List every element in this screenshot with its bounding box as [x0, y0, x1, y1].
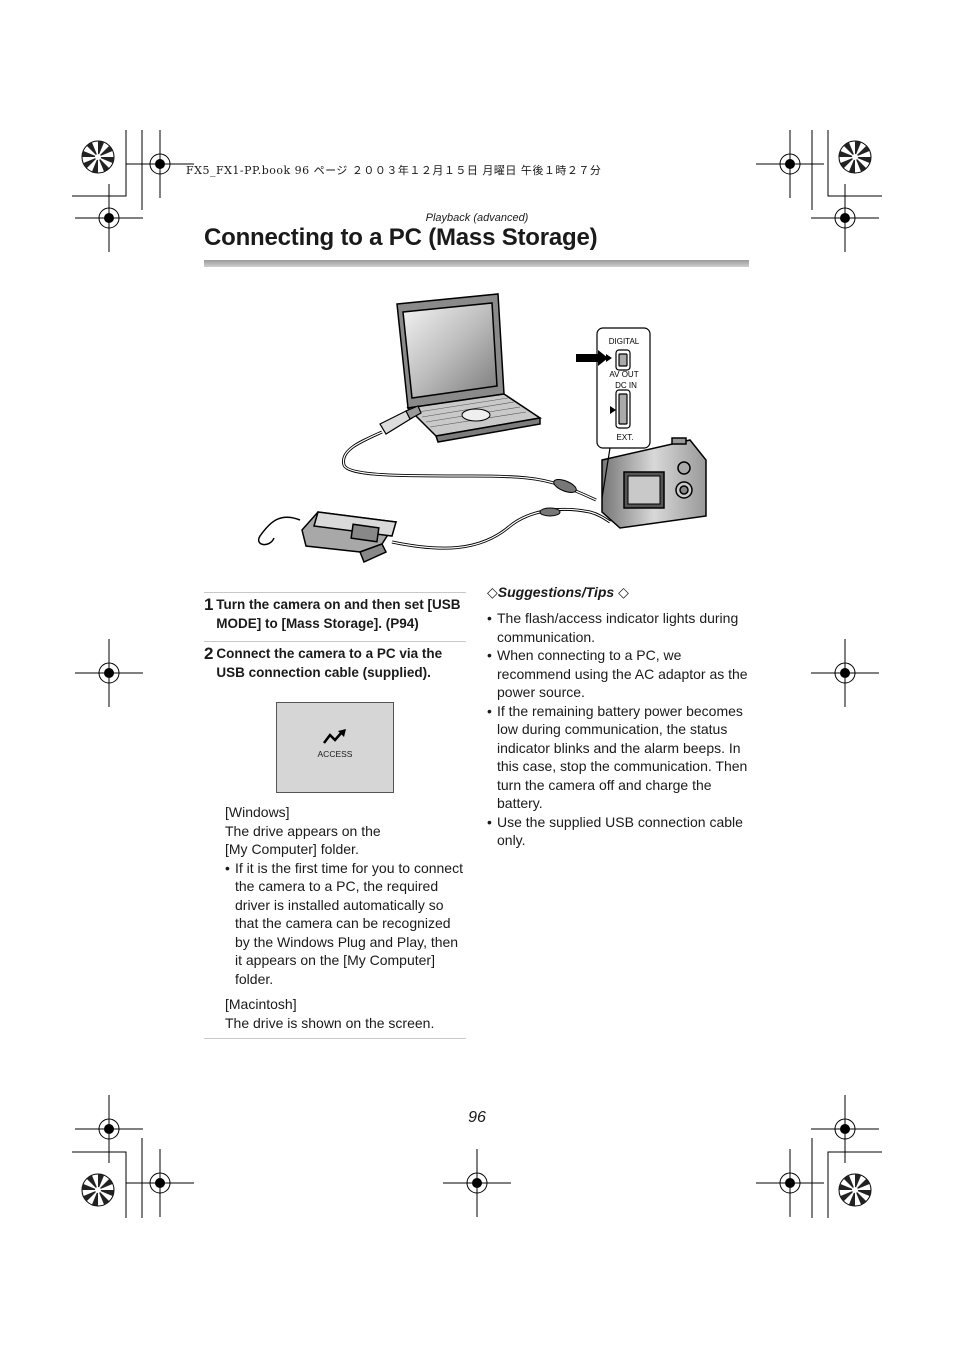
macintosh-section: [Macintosh] The drive is shown on the sc…	[204, 995, 466, 1038]
connection-illustration: DIGITAL AV OUT DC IN EXT.	[257, 293, 707, 564]
tips-list: •The flash/access indicator lights durin…	[487, 609, 749, 850]
usb-plug-icon	[379, 405, 422, 435]
windows-line-1: The drive appears on the	[225, 822, 381, 839]
tip-item: •Use the supplied USB connection cable o…	[487, 813, 743, 849]
windows-heading: [Windows]	[225, 804, 290, 820]
windows-section: [Windows] The drive appears on the [My C…	[204, 803, 466, 988]
step-2: 2 Connect the camera to a PC via the USB…	[204, 642, 466, 690]
page-number: 96	[468, 1109, 486, 1126]
windows-line-2: [My Computer] folder.	[225, 841, 359, 857]
step-number: 1	[204, 595, 214, 614]
access-screen: ACCESS	[276, 702, 394, 793]
laptop-icon	[396, 293, 542, 443]
access-label: ACCESS	[317, 749, 353, 759]
access-arrow-icon	[323, 729, 346, 744]
step-text: Connect the camera to a PC via the USB c…	[216, 646, 443, 680]
tip-item: •When connecting to a PC, we recommend u…	[487, 647, 748, 700]
tips-heading: ◇Suggestions/Tips ◇	[487, 584, 629, 600]
section-label: Playback (advanced)	[425, 212, 529, 224]
macintosh-line-1: The drive is shown on the screen.	[225, 1014, 435, 1031]
terminal-callout	[576, 327, 651, 499]
windows-bullet-text: If it is the first time for you to conne…	[235, 859, 463, 987]
camera-icon	[601, 437, 707, 529]
diamond-icon: ◇	[618, 584, 629, 600]
steps-column: 1 Turn the camera on and then set [USB M…	[204, 592, 466, 1039]
windows-bullet: •If it is the first time for you to conn…	[225, 859, 466, 989]
label-av-out: AV OUT	[609, 370, 638, 379]
tip-item: •The flash/access indicator lights durin…	[487, 610, 739, 645]
ac-adaptor-icon	[301, 511, 398, 564]
diamond-icon: ◇	[487, 584, 498, 600]
step-1: 1 Turn the camera on and then set [USB M…	[204, 593, 466, 641]
step-number: 2	[204, 644, 214, 663]
label-ext: EXT.	[617, 433, 634, 442]
tips-column: ◇Suggestions/Tips ◇ •The flash/access in…	[487, 584, 749, 850]
step-text: Turn the camera on and then set [USB MOD…	[216, 597, 461, 631]
label-dc-in: DC IN	[615, 381, 637, 390]
label-digital: DIGITAL	[609, 337, 640, 346]
print-info-line: FX5_FX1-PP.book 96 ページ ２００３年１２月１５日 月曜日 午…	[186, 164, 602, 177]
tip-item: •If the remaining battery power becomes …	[487, 702, 748, 812]
title-underline	[204, 260, 749, 267]
page-title: Connecting to a PC (Mass Storage)	[204, 224, 598, 251]
macintosh-heading: [Macintosh]	[225, 996, 297, 1012]
